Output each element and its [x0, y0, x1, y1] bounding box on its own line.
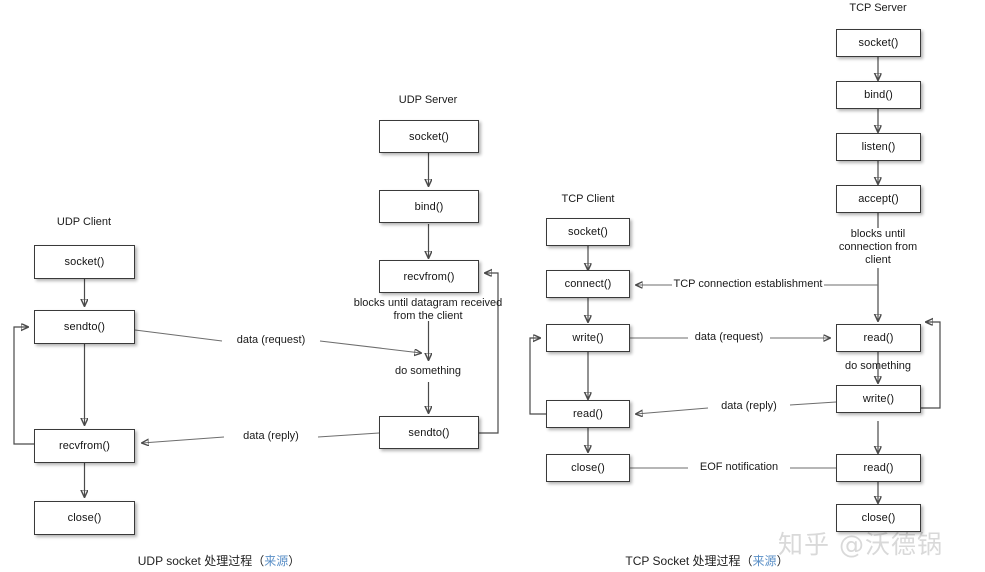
- caption-udp-tail: ）: [288, 554, 301, 568]
- node-tcp-server-accept[interactable]: accept(): [836, 185, 921, 213]
- column-header-udp-client: UDP Client: [56, 216, 112, 228]
- caption-tcp-source-link[interactable]: 来源: [752, 554, 777, 568]
- node-udp-client-socket[interactable]: socket(): [34, 245, 135, 279]
- note-tcp-server-blocks: blocks until connection from client: [838, 228, 918, 266]
- node-tcp-client-write[interactable]: write(): [546, 324, 630, 352]
- node-tcp-client-read[interactable]: read(): [546, 400, 630, 428]
- connector-label-udp-data-request: data (request): [236, 334, 306, 346]
- node-udp-server-socket[interactable]: socket(): [379, 120, 479, 153]
- node-udp-server-sendto[interactable]: sendto(): [379, 416, 479, 449]
- node-udp-server-bind[interactable]: bind(): [379, 190, 479, 223]
- connector-label-tcp-data-reply: data (reply): [721, 400, 777, 412]
- node-tcp-server-listen[interactable]: listen(): [836, 133, 921, 161]
- node-tcp-client-close[interactable]: close(): [546, 454, 630, 482]
- note-udp-server-blocks: blocks until datagram received from the …: [353, 297, 503, 322]
- node-tcp-client-socket[interactable]: socket(): [546, 218, 630, 246]
- node-udp-server-recvfrom[interactable]: recvfrom(): [379, 260, 479, 293]
- caption-udp: UDP socket 处理过程（来源）: [138, 552, 301, 569]
- node-tcp-server-read-2[interactable]: read(): [836, 454, 921, 482]
- connector-label-tcp-eof-notification: EOF notification: [699, 461, 779, 473]
- caption-tcp: TCP Socket 处理过程（来源）: [625, 552, 788, 569]
- connector-label-udp-data-reply: data (reply): [243, 430, 299, 442]
- column-header-udp-server: UDP Server: [398, 94, 458, 106]
- node-tcp-server-write[interactable]: write(): [836, 385, 921, 413]
- watermark: 知乎 @沃德锅: [778, 530, 943, 559]
- node-tcp-server-bind[interactable]: bind(): [836, 81, 921, 109]
- caption-tcp-text: TCP Socket 处理过程（: [625, 554, 753, 568]
- node-udp-client-recvfrom[interactable]: recvfrom(): [34, 429, 135, 463]
- note-tcp-server-do-something: do something: [844, 360, 912, 372]
- node-udp-client-close[interactable]: close(): [34, 501, 135, 535]
- node-tcp-server-socket[interactable]: socket(): [836, 29, 921, 57]
- caption-udp-text: UDP socket 处理过程（: [137, 554, 265, 568]
- connector-label-tcp-connection-establishment: TCP connection establishment: [673, 278, 823, 290]
- caption-udp-source-link[interactable]: 来源: [264, 554, 289, 568]
- column-header-tcp-client: TCP Client: [561, 193, 615, 205]
- node-tcp-client-connect[interactable]: connect(): [546, 270, 630, 298]
- node-tcp-server-read-1[interactable]: read(): [836, 324, 921, 352]
- node-tcp-server-close[interactable]: close(): [836, 504, 921, 532]
- column-header-tcp-server: TCP Server: [849, 2, 907, 14]
- connector-label-tcp-data-request: data (request): [694, 331, 764, 343]
- note-udp-server-do-something: do something: [394, 365, 462, 377]
- node-udp-client-sendto[interactable]: sendto(): [34, 310, 135, 344]
- caption-tcp-tail: ）: [776, 554, 789, 568]
